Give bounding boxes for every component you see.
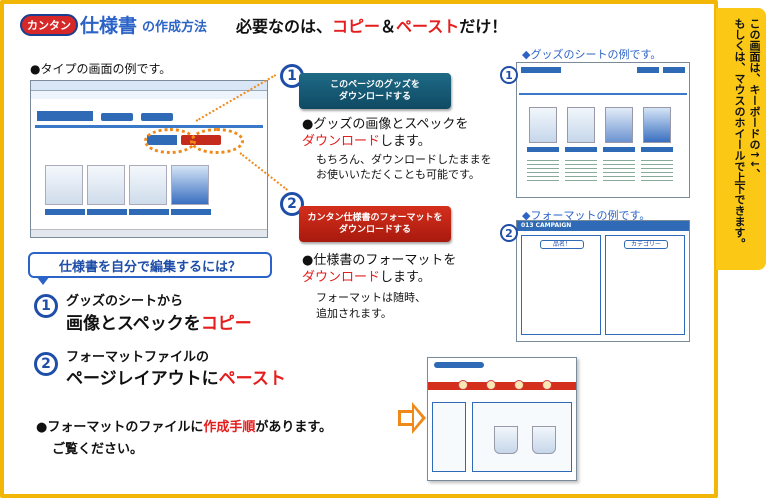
manual-bullet-accent: 作成手順: [203, 420, 256, 435]
page-headline: 必要なのは、コピー＆ペーストだけ！: [236, 13, 507, 37]
callout-tip-icon: [36, 276, 50, 285]
desc1-accent: ダウンロード: [302, 134, 381, 149]
step1-line2: 画像とスペックをコピー: [66, 309, 252, 334]
format-label-right: カテゴリー: [624, 240, 668, 249]
desc1-small2: お使いいただくことも可能です。: [316, 168, 480, 181]
highlight-ellipse-1: [144, 128, 196, 154]
step2-line2-main: ページレイアウトに: [66, 369, 219, 389]
edit-callout: 仕様書を自分で編集するには？: [28, 252, 272, 278]
side-note-line2: もしくは、マウスのホイールで上下できます。: [733, 18, 746, 249]
headline-suffix: だけ！: [459, 17, 508, 36]
headline-amp: ＆: [380, 17, 397, 36]
desc2-small1: フォーマットは随時、: [316, 291, 426, 304]
headline-paste: ペースト: [396, 17, 460, 36]
manual-bullet-prefix: ●フォーマットのファイルに: [36, 420, 204, 435]
format-preview-title: ◆フォーマットの例です。: [522, 209, 651, 222]
logo-pill: カンタン: [20, 14, 78, 36]
step1-line2-main: 画像とスペックを: [66, 314, 201, 334]
headline-copy: コピー: [332, 17, 381, 36]
download-goods-label2: ダウンロードする: [338, 92, 411, 102]
download-goods-button[interactable]: このページのグッズをダウンロードする: [299, 73, 451, 109]
step1-line1: グッズのシートから: [66, 294, 184, 309]
desc2-accent: ダウンロード: [302, 270, 381, 285]
step2-line1: フォーマットファイルの: [66, 350, 210, 365]
desc2-small2: 追加されます。: [316, 307, 392, 320]
desc2: ●仕様書のフォーマットを ダウンロードします。: [302, 252, 456, 286]
manual-bullet-line2: ご覧ください。: [52, 442, 144, 457]
manual-bullet-suffix: があります。: [255, 420, 333, 435]
sheet-preview-title: ◆グッズのシートの例です。: [522, 48, 662, 61]
step1-line2-accent: コピー: [200, 314, 252, 334]
format-preview-bar: 013 CAMPAIGN: [517, 221, 689, 231]
download-goods-label1: このページのグッズを: [330, 80, 420, 90]
download-format-label1: カンタン仕様書のフォーマットを: [307, 213, 443, 223]
side-note-tab: [716, 8, 766, 270]
format-label-left: 品名！: [540, 240, 584, 249]
desc2-prefix: ●仕様書のフォーマットを: [302, 253, 457, 268]
step2-number: 2: [34, 352, 58, 376]
download-format-button[interactable]: カンタン仕様書のフォーマットをダウンロードする: [299, 206, 451, 242]
headline-prefix: 必要なのは、: [236, 17, 333, 36]
desc1-small1: もちろん、ダウンロードしたままを: [316, 153, 492, 166]
step2-line2: ページレイアウトにペースト: [66, 364, 286, 389]
sheet-preview-number: 1: [500, 66, 518, 84]
arrow-head-inner: [414, 408, 422, 428]
step2-line2-accent: ペースト: [218, 369, 286, 389]
example-screenshot: [30, 80, 268, 238]
format-preview-number: 2: [500, 224, 518, 242]
desc1: ●グッズの画像とスペックを ダウンロードします。: [302, 116, 468, 150]
desc1-prefix: ●グッズの画像とスペックを: [302, 117, 469, 132]
highlight-ellipse-2: [190, 128, 244, 154]
screen-example-label: ●タイプの画面の例です。: [30, 62, 172, 76]
arrow-box: [398, 410, 418, 426]
logo-title: 仕様書: [80, 15, 138, 37]
format-preview: 013 CAMPAIGN 品名！ カテゴリー: [516, 220, 690, 342]
download-format-label2: ダウンロードする: [338, 225, 411, 235]
step1-number: 1: [34, 294, 58, 318]
desc2-suffix: します。: [380, 270, 431, 285]
desc1-suffix: します。: [380, 134, 431, 149]
side-note-text: この画面は、キーボードの↑↓、 もしくは、マウスのホイールで上下できます。: [722, 18, 762, 258]
manual-preview: [427, 357, 577, 481]
side-note-line1: この画面は、キーボードの↑↓、: [748, 18, 761, 180]
logo-subtitle: の作成方法: [142, 20, 208, 35]
manual-bullet: ●フォーマットのファイルに作成手順があります。: [36, 416, 332, 435]
goods-sheet-preview: [516, 62, 690, 198]
